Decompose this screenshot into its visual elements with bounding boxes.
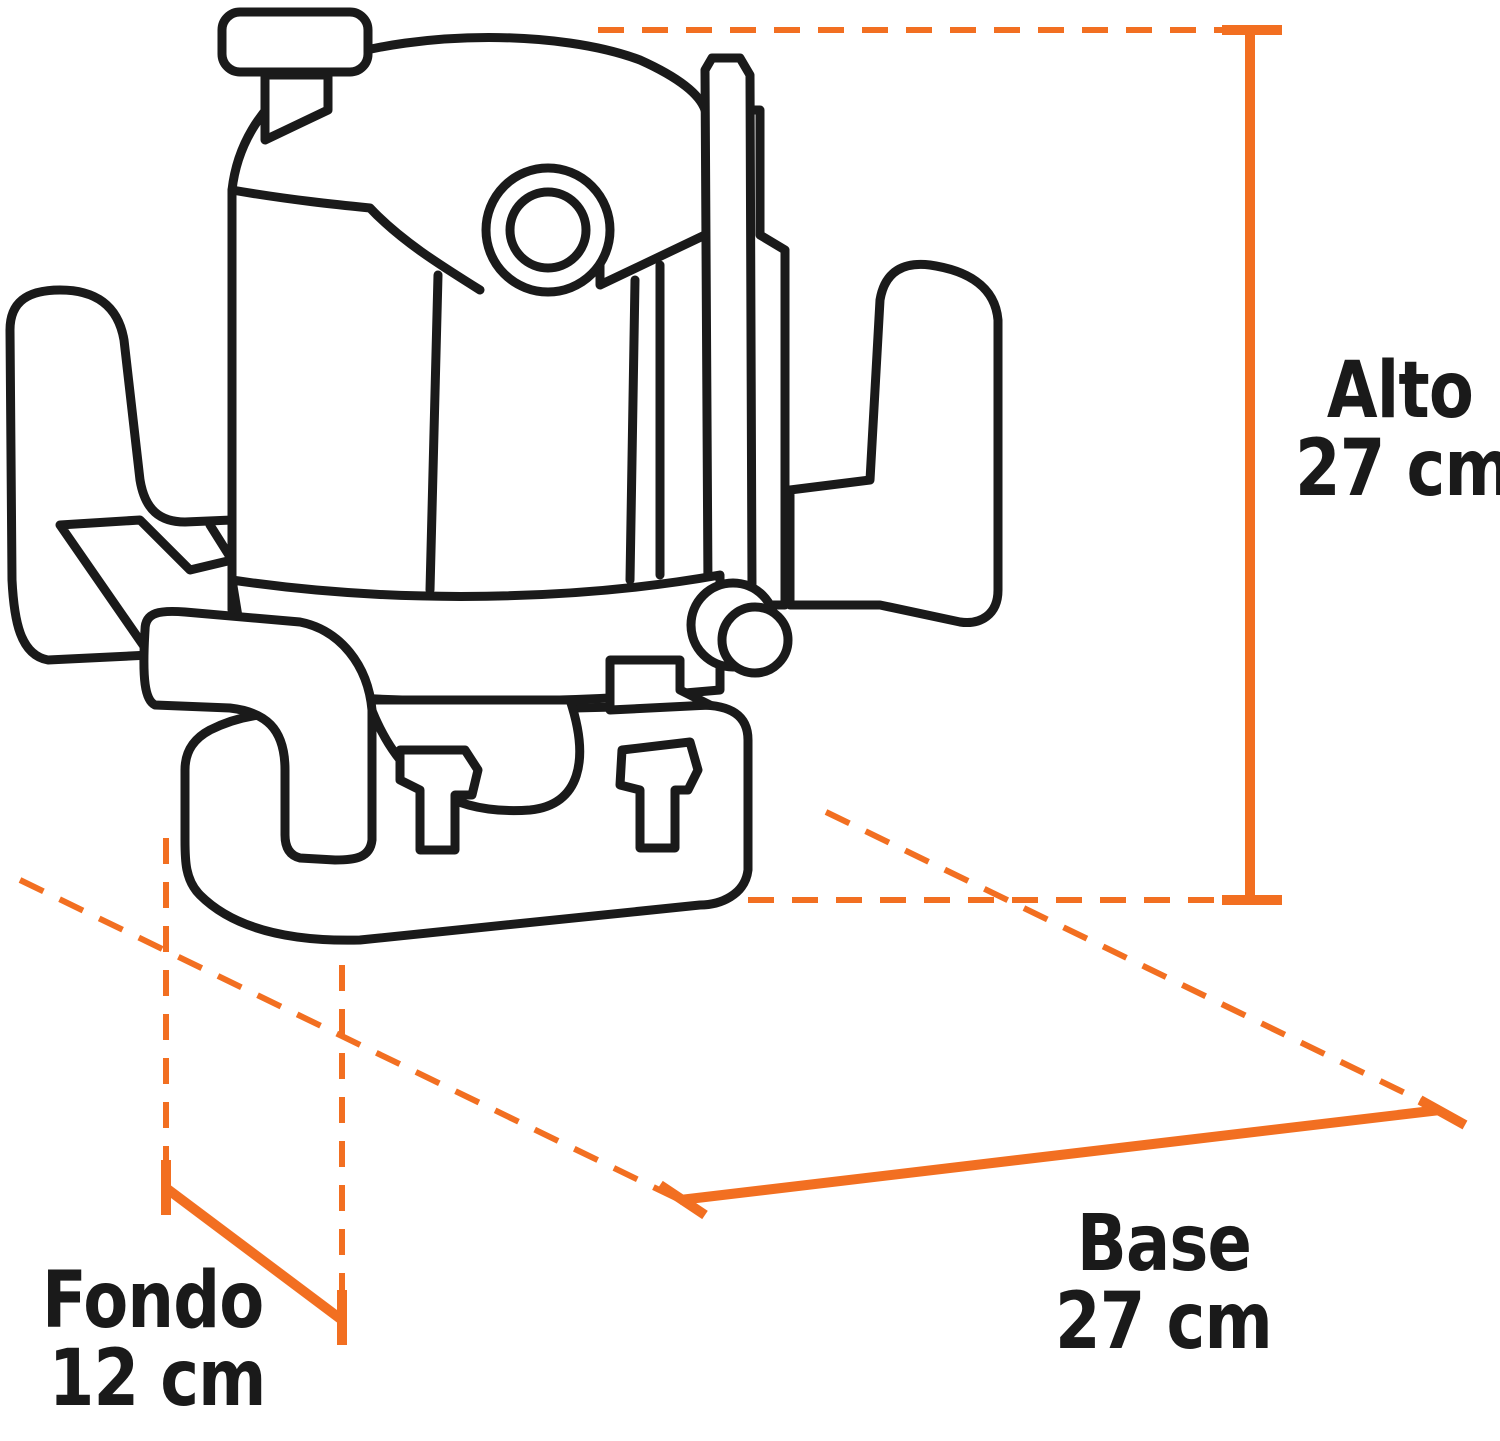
depth-label-name: Fondo bbox=[42, 1256, 264, 1346]
width-label: Base 27 cm bbox=[1055, 1199, 1273, 1367]
height-label: Alto 27 cm bbox=[1295, 352, 1500, 508]
dimension-lines bbox=[161, 25, 1468, 1345]
depth-label: Fondo 12 cm bbox=[42, 1262, 266, 1418]
height-label-value: 27 cm bbox=[1295, 424, 1500, 514]
depth-label-value: 12 cm bbox=[48, 1334, 267, 1424]
width-dimension-line bbox=[679, 1105, 1441, 1205]
back-edge-guide bbox=[824, 809, 1442, 1113]
router-drawing bbox=[5, 7, 1003, 945]
dust-port bbox=[139, 606, 377, 865]
guide-lines bbox=[18, 27, 1442, 1290]
housing-seam bbox=[227, 185, 485, 295]
front-edge-guide bbox=[18, 877, 682, 1203]
left-handle bbox=[5, 285, 237, 665]
depth-post bbox=[605, 655, 715, 715]
t-knob-left bbox=[395, 745, 483, 855]
top-knob bbox=[217, 7, 373, 77]
switch-inner bbox=[505, 187, 591, 273]
width-label-name: Base bbox=[1076, 1199, 1252, 1289]
locking-knob-inner bbox=[717, 602, 793, 678]
width-dimension-left-cap bbox=[657, 1180, 708, 1220]
depth-dimension-line bbox=[163, 1184, 345, 1324]
right-handle bbox=[785, 259, 1003, 628]
depth-rod bbox=[700, 53, 757, 595]
housing-groove-1 bbox=[625, 275, 640, 585]
housing-groove-3 bbox=[425, 270, 443, 595]
width-label-value: 27 cm bbox=[1055, 1277, 1273, 1367]
t-knob-right bbox=[615, 737, 703, 853]
height-label-name: Alto bbox=[1326, 346, 1474, 436]
left-handle-connector bbox=[205, 520, 237, 615]
